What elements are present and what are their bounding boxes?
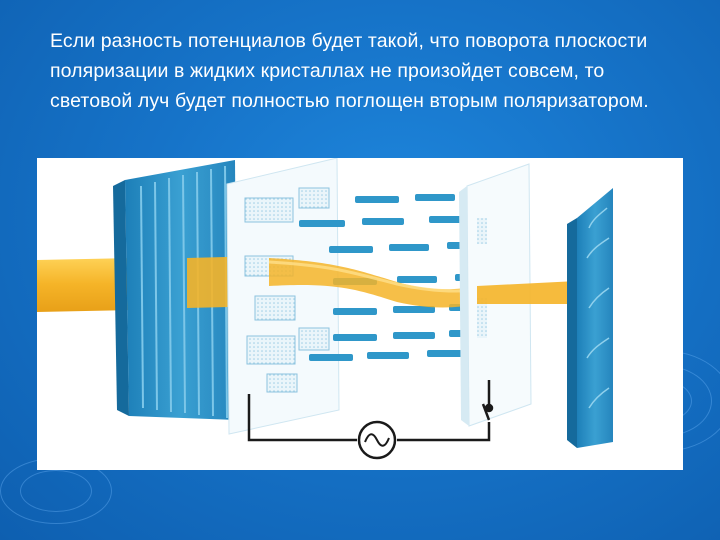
second-polarizer xyxy=(567,188,613,448)
ac-source-icon xyxy=(357,420,397,460)
switch-icon xyxy=(481,403,494,421)
first-glass-plate xyxy=(226,158,340,435)
slide-text: Если разность потенциалов будет такой, ч… xyxy=(50,30,649,112)
lcd-cell-diagram xyxy=(37,158,683,470)
light-beam-in-crystal xyxy=(269,258,477,308)
first-polarizer xyxy=(113,160,237,420)
